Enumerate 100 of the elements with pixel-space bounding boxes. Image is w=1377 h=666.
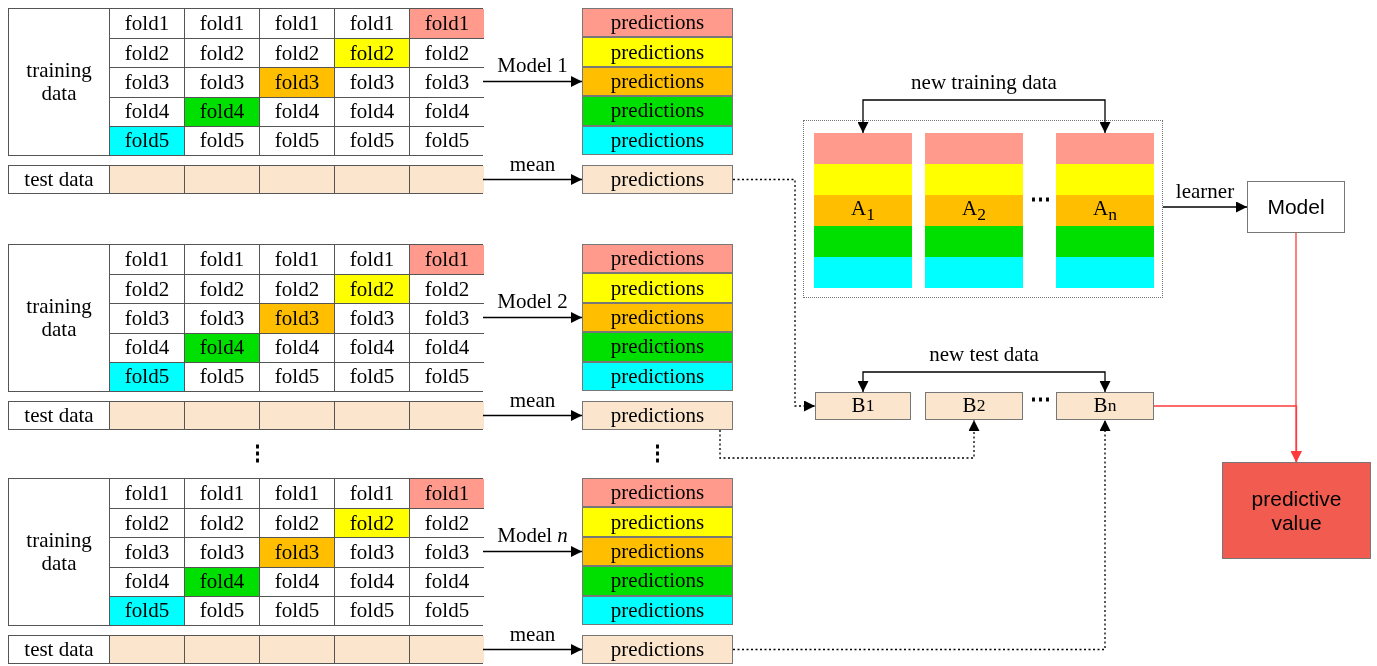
table-cell: fold2: [184, 38, 259, 68]
double-arrow: [857, 371, 1111, 393]
row-header: training data: [25, 292, 93, 343]
table-cell: [259, 402, 334, 429]
table-cell: [334, 166, 409, 193]
stacked-bar: [1056, 133, 1154, 288]
data-table: [8, 8, 483, 156]
table-cell: fold4: [109, 566, 184, 596]
arrow: [1162, 201, 1248, 213]
data-table: [8, 635, 483, 664]
table-cell: fold2: [409, 508, 484, 538]
stacked-bar: [925, 133, 1023, 288]
table-cell: fold3: [259, 537, 334, 567]
table-cell: fold3: [334, 537, 409, 567]
data-table: [8, 244, 483, 392]
table-cell: [334, 636, 409, 663]
table-cell: [259, 636, 334, 663]
arrow: [482, 312, 583, 323]
prediction-cell: predictions: [582, 635, 733, 664]
prediction-cell: predictions: [582, 244, 733, 274]
table-cell: fold5: [109, 595, 184, 625]
prediction-cell: predictions: [582, 125, 733, 155]
prediction-cell: predictions: [582, 478, 733, 508]
table-cell: fold2: [334, 274, 409, 304]
table-cell: fold5: [259, 595, 334, 625]
prediction-cell: predictions: [582, 165, 733, 194]
model-box: Model: [1247, 181, 1345, 233]
bar-label: A$_{2}$: [962, 196, 986, 225]
dotted-frame: [803, 120, 1163, 298]
table-cell: fold3: [184, 303, 259, 333]
table-cell: fold4: [184, 566, 259, 596]
table-cell: fold2: [334, 38, 409, 68]
table-cell: fold3: [184, 67, 259, 97]
table-cell: fold5: [334, 125, 409, 155]
table-cell: fold5: [109, 361, 184, 391]
table-cell: fold4: [109, 332, 184, 362]
table-cell: fold5: [259, 125, 334, 155]
table-cell: fold2: [184, 508, 259, 538]
table-cell: fold1: [409, 479, 484, 509]
table-cell: fold3: [259, 67, 334, 97]
row-header: training data: [25, 56, 93, 107]
table-cell: [334, 402, 409, 429]
table-cell: fold4: [259, 332, 334, 362]
table-cell: fold5: [409, 361, 484, 391]
arrow: [482, 76, 583, 87]
prediction-cell: predictions: [582, 536, 733, 567]
table-cell: [109, 636, 184, 663]
table-cell: fold4: [259, 96, 334, 126]
table-cell: fold2: [109, 508, 184, 538]
table-cell: fold1: [409, 245, 484, 275]
table-cell: fold3: [334, 303, 409, 333]
table-cell: [259, 166, 334, 193]
prediction-cell: predictions: [582, 96, 733, 126]
table-cell: fold2: [259, 274, 334, 304]
prediction-cell: predictions: [582, 361, 733, 391]
table-cell: fold5: [334, 361, 409, 391]
double-arrow: [857, 99, 1111, 134]
data-table: [8, 401, 483, 430]
table-cell: fold5: [259, 361, 334, 391]
table-cell: fold5: [109, 125, 184, 155]
table-cell: [109, 402, 184, 429]
table-cell: fold5: [184, 125, 259, 155]
prediction-cell: predictions: [582, 37, 733, 67]
dotted-arrow: [719, 419, 980, 459]
prediction-cell: predictions: [582, 66, 733, 97]
table-cell: fold3: [409, 303, 484, 333]
table-cell: fold2: [259, 508, 334, 538]
bar-label: A$_{1}$: [851, 196, 875, 225]
prediction-cell: predictions: [582, 566, 733, 596]
stacked-bar: [814, 133, 912, 288]
table-cell: fold3: [259, 303, 334, 333]
table-cell: fold2: [409, 274, 484, 304]
arrow: [482, 644, 583, 655]
table-cell: fold4: [334, 332, 409, 362]
table-cell: fold2: [334, 508, 409, 538]
arrow: [1153, 405, 1302, 463]
arrow: [482, 174, 583, 185]
prediction-cell: predictions: [582, 595, 733, 625]
table-cell: fold5: [409, 595, 484, 625]
row-header: test data: [23, 636, 95, 663]
prediction-cell: predictions: [582, 507, 733, 537]
table-cell: fold4: [184, 332, 259, 362]
dotted-arrow: [732, 178, 816, 412]
result-box: predictive value: [1222, 462, 1371, 559]
dotted-arrow: [732, 419, 1111, 651]
table-cell: fold4: [334, 96, 409, 126]
table-cell: fold5: [409, 125, 484, 155]
ellipsis-dots: ⋮: [645, 442, 669, 466]
table-cell: [409, 402, 484, 429]
bar-label: A$_{n}$: [1093, 196, 1117, 225]
table-cell: fold2: [259, 38, 334, 68]
table-cell: [409, 166, 484, 193]
prediction-cell: predictions: [582, 401, 733, 430]
ellipsis-dots: ⋯: [1028, 388, 1052, 412]
table-cell: fold4: [259, 566, 334, 596]
table-cell: fold1: [409, 9, 484, 39]
arrow: [482, 410, 583, 421]
table-cell: fold4: [334, 566, 409, 596]
table-cell: fold4: [109, 96, 184, 126]
prediction-cell: predictions: [582, 273, 733, 303]
